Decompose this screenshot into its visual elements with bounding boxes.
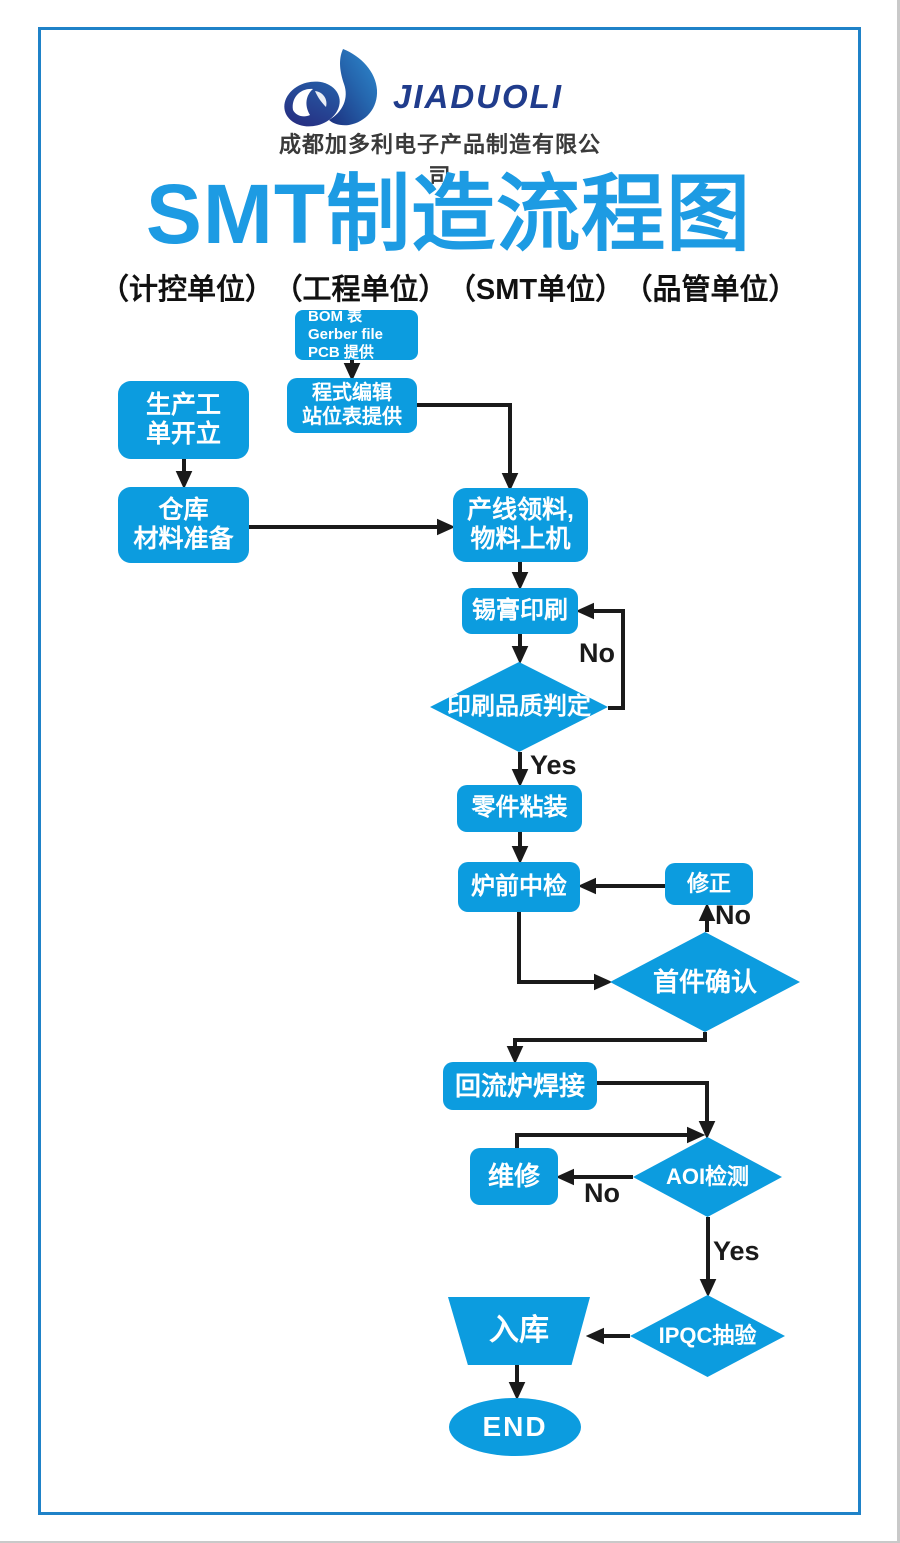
node-pre-oven-check: 炉前中检 — [458, 862, 580, 912]
branch-label-no-aoi: No — [584, 1178, 620, 1208]
node-warehouse-prep: 仓库 材料准备 — [118, 487, 249, 563]
branch-label-yes-aoi: Yes — [713, 1236, 760, 1266]
company-name: 成都加多利电子产品制造有限公司 — [278, 132, 601, 189]
page-title: SMT制造流程图 — [145, 167, 752, 261]
node-component-placement: 零件粘装 — [457, 785, 582, 832]
unit-label-jikong: （计控单位） — [100, 274, 275, 306]
branch-label-no-first-article: No — [715, 900, 751, 930]
node-aoi-inspection-decision: AOI检测 — [633, 1137, 782, 1217]
node-ipqc-sampling-decision: IPQC抽验 — [630, 1295, 785, 1377]
node-print-quality-decision: 印刷品质判定 — [430, 662, 608, 752]
node-solder-paste-print: 锡膏印刷 — [462, 588, 578, 634]
node-storage: 入库 — [448, 1297, 590, 1365]
brand-name: JIADUOLI — [393, 78, 564, 115]
node-correction: 修正 — [665, 863, 753, 905]
branch-label-yes-print: Yes — [530, 750, 577, 780]
node-repair: 维修 — [470, 1148, 558, 1205]
unit-label-pinguan: （品管单位） — [623, 274, 798, 306]
node-work-order: 生产工 单开立 — [118, 381, 249, 459]
jiaduoli-logo-icon — [284, 49, 378, 127]
unit-columns: （计控单位） （工程单位） （SMT单位） （品管单位） — [100, 266, 798, 308]
node-line-material-load: 产线领料, 物料上机 — [453, 488, 588, 562]
node-reflow-soldering: 回流炉焊接 — [443, 1062, 597, 1110]
node-program-edit: 程式编辑 站位表提供 — [287, 378, 417, 433]
unit-label-gongcheng: （工程单位） — [273, 274, 448, 306]
node-first-article-decision: 首件确认 — [610, 932, 800, 1032]
branch-label-no-print: No — [579, 638, 615, 668]
node-bom-gerber-pcb: BOM 表 Gerber file PCB 提供 — [295, 308, 418, 361]
unit-label-smt: （SMT单位） — [446, 274, 625, 306]
node-end: END — [449, 1398, 581, 1456]
